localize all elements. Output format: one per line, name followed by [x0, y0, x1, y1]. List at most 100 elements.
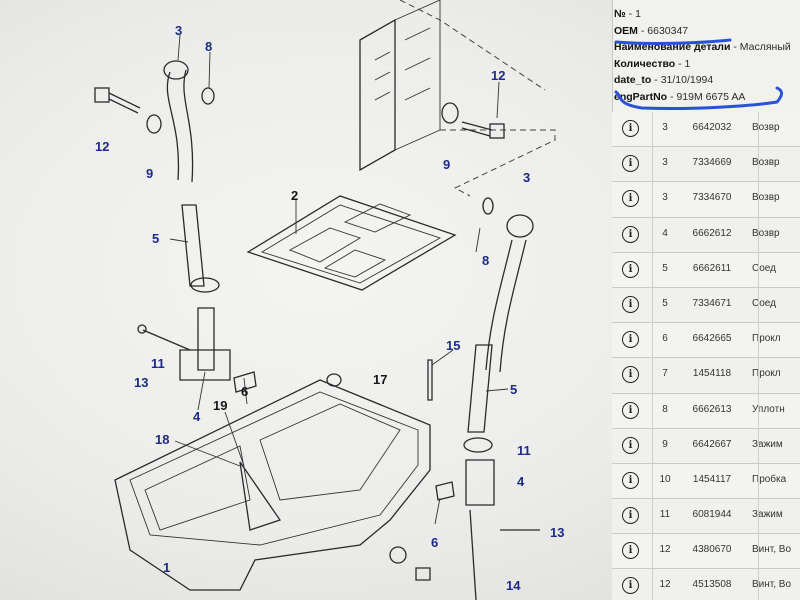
cell-position: 5	[662, 297, 668, 309]
cell-part-number: 6642032	[692, 122, 732, 133]
right-bolt-12	[441, 102, 505, 139]
left-fitting-assembly	[137, 277, 257, 393]
callout-9-left: 9	[146, 166, 153, 181]
cell-position: 3	[662, 122, 668, 133]
info-circle-icon[interactable]: i	[622, 120, 639, 137]
cell-part-number: 6662613	[692, 403, 732, 415]
oil-pan	[114, 379, 431, 591]
info-circle-icon[interactable]: i	[622, 542, 639, 560]
callout-5-right: 5	[510, 382, 517, 397]
cell-part-name: Возвр	[752, 157, 780, 169]
table-row: i 8 6662613 Уплотн	[612, 393, 800, 429]
cell-part-number: 6642665	[692, 333, 732, 345]
callout-1: 1	[163, 560, 170, 575]
cell-position: 12	[659, 579, 671, 591]
callout-14: 14	[506, 578, 521, 593]
drain-plug	[326, 373, 431, 581]
info-circle-icon[interactable]: i	[622, 577, 639, 595]
callout-11-right: 11	[517, 443, 531, 458]
callout-6-left: 6	[241, 384, 248, 399]
cell-part-number: 6662612	[692, 227, 732, 239]
cell-position: 10	[659, 473, 671, 485]
leader-lines	[169, 34, 509, 525]
cell-part-number: 6662611	[692, 262, 732, 274]
callout-3-right: 3	[523, 170, 530, 185]
cell-part-name: Возвр	[752, 122, 780, 133]
cell-position: 6	[662, 333, 668, 345]
cell-position: 5	[662, 262, 668, 274]
cell-position: 4	[662, 227, 668, 239]
info-circle-icon[interactable]: i	[622, 225, 639, 243]
exploded-parts-diagram: 3 8 12 12 9 9 3 2 5 8 11 17 15 13 6 5 19…	[94, 0, 564, 600]
callout-13-right: 13	[550, 525, 564, 540]
info-circle-icon[interactable]: i	[622, 436, 639, 454]
info-circle-icon[interactable]: i	[622, 260, 639, 278]
cell-part-name: Возвр	[752, 192, 780, 204]
cell-part-name: Соед	[752, 262, 776, 274]
cell-part-number: 7334669	[692, 157, 732, 169]
cell-position: 9	[662, 438, 668, 450]
bolt-15	[427, 359, 433, 401]
cell-position: 3	[662, 192, 668, 204]
detail-oem: OEM - 6630347	[614, 24, 689, 37]
cell-part-number: 1454118	[692, 368, 732, 380]
cell-part-number: 4513508	[692, 579, 732, 591]
callout-4-right: 4	[517, 474, 525, 489]
info-circle-icon[interactable]: i	[622, 401, 639, 419]
callout-8-left: 8	[205, 39, 212, 54]
info-circle-icon[interactable]: i	[622, 366, 639, 384]
callout-6-right: 6	[431, 535, 438, 550]
table-row: i 5 7334671 Соед	[612, 287, 800, 324]
cell-part-name: Соед	[752, 297, 776, 309]
table-row: i 5 6662611 Соед	[612, 252, 800, 288]
cell-part-number: 1454117	[692, 473, 732, 485]
pen-markings	[614, 38, 783, 111]
cell-position: 8	[662, 403, 668, 415]
cell-part-number: 7334671	[692, 297, 732, 309]
cell-position: 7	[662, 368, 668, 380]
callout-18: 18	[155, 432, 169, 447]
callout-12-left: 12	[95, 139, 109, 154]
info-circle-icon[interactable]: i	[622, 190, 639, 208]
cell-part-name: Уплотн	[752, 403, 785, 415]
cell-position: 3	[662, 157, 668, 169]
oil-baffle-plate	[246, 195, 457, 291]
callout-17: 17	[373, 372, 387, 387]
column-divider	[758, 112, 759, 600]
cell-part-number: 6081944	[692, 509, 732, 521]
cell-part-name: Зажим	[752, 438, 783, 450]
info-circle-icon[interactable]: i	[622, 471, 639, 489]
callout-19: 19	[213, 398, 227, 413]
detail-quantity: Количество - 1	[614, 57, 691, 70]
callout-2: 2	[291, 188, 298, 203]
right-return-pipe	[435, 197, 540, 600]
cell-part-number: 4380670	[692, 544, 732, 556]
callout-3-left: 3	[175, 23, 182, 38]
info-circle-icon[interactable]: i	[622, 507, 639, 525]
cell-position: 11	[659, 509, 671, 521]
info-circle-icon[interactable]: i	[622, 295, 639, 313]
dashed-leader-2	[399, 0, 546, 91]
column-divider	[652, 112, 653, 600]
info-circle-icon[interactable]: i	[622, 331, 639, 349]
part-details: № - 1 OEM - 6630347 Наименование детали …	[614, 6, 800, 106]
dashed-leader-1	[440, 129, 556, 197]
info-circle-icon[interactable]: i	[622, 155, 639, 173]
callout-13-left: 13	[134, 375, 148, 390]
detail-date-to: date_to - 31/10/1994	[614, 74, 714, 87]
callout-9-right: 9	[443, 157, 450, 172]
callout-8-right: 8	[482, 253, 489, 268]
cell-position: 12	[659, 544, 671, 556]
table-row: i 3 7334669 Возвр	[612, 147, 800, 183]
